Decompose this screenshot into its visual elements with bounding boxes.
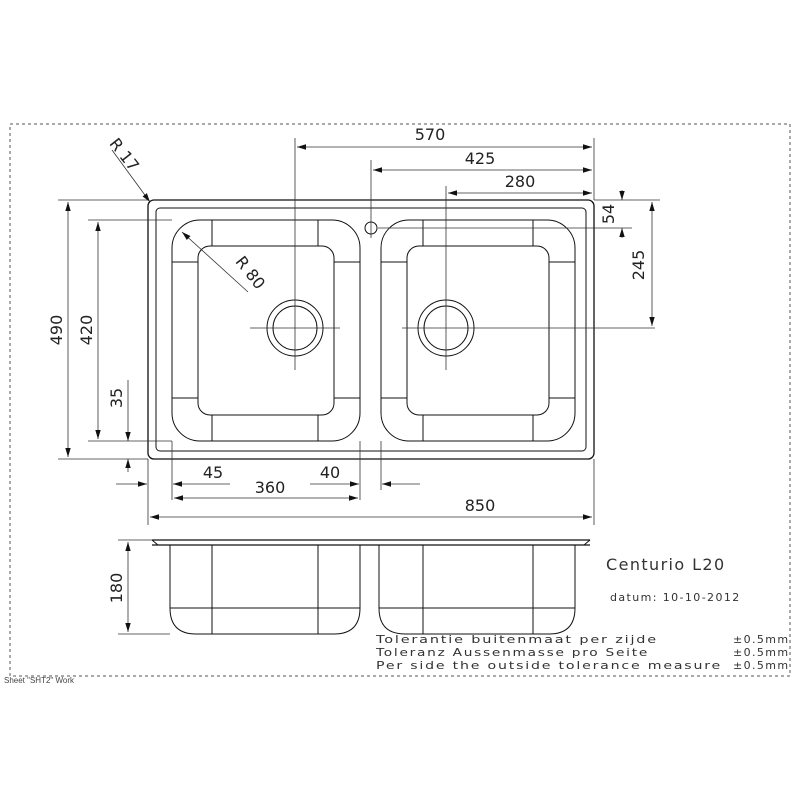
tolerance-value: ±0.5mm xyxy=(733,646,790,659)
dim-r80: R 80 xyxy=(232,252,269,293)
dim-35: 35 xyxy=(107,388,126,408)
right-bowl xyxy=(380,219,576,442)
dim-850: 850 xyxy=(465,496,496,515)
left-bowl xyxy=(171,219,361,442)
side-view xyxy=(118,539,591,635)
dim-360: 360 xyxy=(255,478,286,497)
tolerance-notes: Tolerantie buitenmaat per zijde ±0.5mm T… xyxy=(375,633,790,672)
left-drain xyxy=(250,285,340,370)
drawing-date: datum: 10-10-2012 xyxy=(610,591,741,604)
tolerance-text: Tolerantie buitenmaat per zijde xyxy=(375,633,658,646)
right-drain xyxy=(402,285,655,370)
sink-outline xyxy=(147,199,595,460)
tolerance-text: Per side the outside tolerance measure xyxy=(376,659,722,672)
product-name: Centurio L20 xyxy=(606,555,726,574)
dim-40: 40 xyxy=(320,463,340,482)
dim-245: 245 xyxy=(629,250,648,281)
top-view xyxy=(147,160,655,460)
dim-180: 180 xyxy=(107,573,126,604)
sheet-label: Sheet "SHT2" Work xyxy=(4,676,75,685)
tolerance-value: ±0.5mm xyxy=(733,633,790,646)
dim-45: 45 xyxy=(203,463,223,482)
dim-r17: R 17 xyxy=(106,134,143,175)
tolerance-text: Toleranz Aussenmasse pro Seite xyxy=(375,646,649,659)
tolerance-value: ±0.5mm xyxy=(733,659,790,672)
dim-490: 490 xyxy=(47,315,66,346)
dim-570: 570 xyxy=(415,125,446,144)
dim-425: 425 xyxy=(465,149,496,168)
drawing-frame xyxy=(9,123,791,677)
dim-54: 54 xyxy=(599,204,618,224)
dim-280: 280 xyxy=(505,172,536,191)
dimension-lines xyxy=(58,138,660,525)
dim-420: 420 xyxy=(77,315,96,346)
